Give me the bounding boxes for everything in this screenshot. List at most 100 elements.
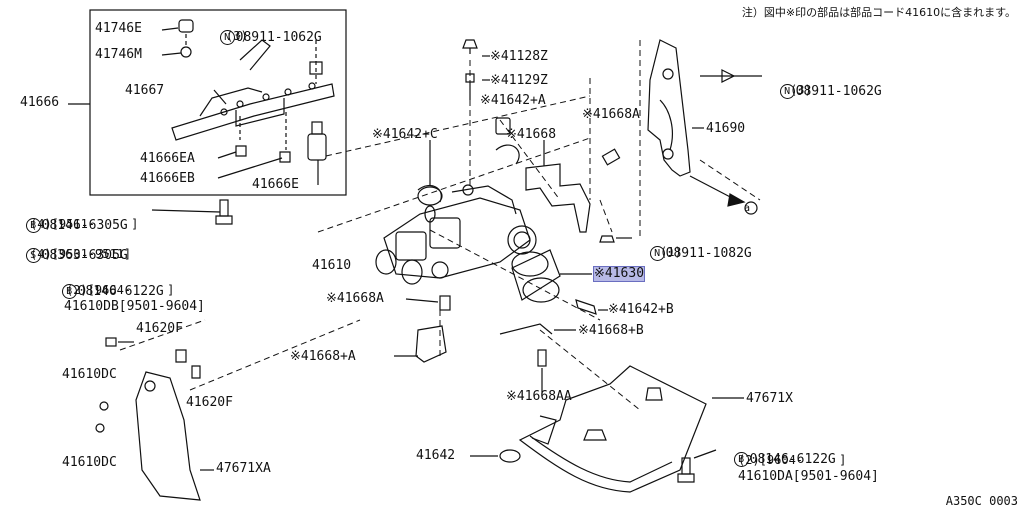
part-number: 41668AA xyxy=(516,389,572,404)
part-number: 41668 xyxy=(516,127,557,142)
qty: (3) xyxy=(790,83,812,97)
label-41666[interactable]: 41666 xyxy=(20,95,60,110)
canister-41630-drawing xyxy=(511,249,561,303)
letter-n-circle: N xyxy=(649,246,665,261)
part-number: 41642+C xyxy=(382,127,438,142)
solenoid-valve-41610-drawing xyxy=(375,184,537,285)
label-41610DC-b[interactable]: 41610DC xyxy=(62,455,117,470)
bracket-41668A-drawing xyxy=(415,325,447,363)
guide-lines xyxy=(119,40,761,411)
label-41610DA[interactable]: 41610DA[9501-9604] xyxy=(738,469,879,484)
ref-a-circle xyxy=(744,201,758,215)
label-47671XA[interactable]: 47671XA xyxy=(216,461,271,476)
label-41666EA[interactable]: 41666EA xyxy=(140,151,195,166)
bracket-41690-drawing xyxy=(647,39,691,177)
qty: (3) xyxy=(226,29,248,43)
marker: ※ xyxy=(608,302,619,317)
label-41668A-low[interactable]: ※41668+A xyxy=(290,350,356,364)
label-41690[interactable]: 41690 xyxy=(706,121,746,136)
part-number: 08146-6305G xyxy=(41,218,128,233)
label-41642A[interactable]: ※41642+A xyxy=(480,94,546,108)
marker: ※ xyxy=(490,73,501,88)
label-41666E[interactable]: 41666E xyxy=(252,177,299,192)
label-41610[interactable]: 41610 xyxy=(312,258,352,273)
part-number: 41668A xyxy=(336,291,384,306)
applicability: (4)[9511- ] xyxy=(30,217,139,231)
label-41129Z[interactable]: ※41129Z xyxy=(490,74,548,88)
marker: ※ xyxy=(290,349,301,364)
marker: ※ xyxy=(578,323,589,338)
label-41666EB[interactable]: 41666EB xyxy=(140,171,195,186)
part-number: 08363-6305G xyxy=(41,248,128,263)
letter-b-circle: B xyxy=(733,452,749,467)
bracket-41667-drawing xyxy=(171,19,335,163)
label-41668[interactable]: ※41668 xyxy=(506,128,556,142)
label-41668AA[interactable]: ※41668AA xyxy=(506,390,572,404)
label-41746M[interactable]: 41746M xyxy=(95,47,142,62)
marker: ※ xyxy=(490,49,501,64)
label-41642C[interactable]: ※41642+C xyxy=(372,128,438,142)
clamp-41642C-drawing xyxy=(495,144,520,165)
qty: (1) xyxy=(660,245,682,259)
clip-41128Z-drawing xyxy=(462,39,478,54)
label-41668B[interactable]: ※41668+B xyxy=(578,324,644,338)
letter-s-circle: S xyxy=(25,248,41,263)
inset-box xyxy=(89,9,347,196)
marker: ※ xyxy=(506,389,517,404)
diagram-code: A350C 0003 xyxy=(945,494,1018,508)
marker: ※ xyxy=(506,127,517,142)
bolt-drawing xyxy=(215,199,233,225)
header-note: 注）図中※印の部品は部品コード41610に含まれます。 xyxy=(741,6,1016,19)
applicability: (2)[9604- ] xyxy=(738,453,847,467)
label-41668A-top[interactable]: ※41668A xyxy=(582,108,640,122)
marker: ※ xyxy=(594,266,605,281)
part-number: 08911-1062G xyxy=(795,84,882,99)
label-41128Z[interactable]: ※41128Z xyxy=(490,50,548,64)
letter-n-circle: N xyxy=(779,84,795,99)
part-number: 08146-6122G xyxy=(77,284,164,299)
label-41620F-b[interactable]: 41620F xyxy=(186,395,233,410)
bolt-41642-drawing xyxy=(499,449,521,463)
bolt-41668A-drawing xyxy=(439,295,451,311)
part-number: 41129Z xyxy=(500,73,548,88)
clip-41642B-drawing xyxy=(575,299,597,315)
label-41668A-mid[interactable]: ※41668A xyxy=(326,292,384,306)
label-41642B[interactable]: ※41642+B xyxy=(608,303,674,317)
part-number: 41668+A xyxy=(300,349,356,364)
bolt-41129Z-drawing xyxy=(465,73,475,100)
part-number: 41630 xyxy=(604,266,645,281)
tray-47671X-drawing xyxy=(518,365,707,493)
bracket-41668-drawing xyxy=(525,163,591,233)
part-number: 41668+B xyxy=(588,323,644,338)
label-41642[interactable]: 41642 xyxy=(416,448,456,463)
letter-b-circle: B xyxy=(25,218,41,233)
marker: ※ xyxy=(372,127,383,142)
bracket-41668B-drawing xyxy=(499,323,553,335)
part-number: 41668A xyxy=(592,107,640,122)
label-41746E[interactable]: 41746E xyxy=(95,21,142,36)
label-41620F-a[interactable]: 41620F xyxy=(136,321,183,336)
bracket-47671XA-drawing xyxy=(95,337,201,501)
ref-a-letter: a xyxy=(744,203,751,214)
label-41610DC-a[interactable]: 41610DC xyxy=(62,367,117,382)
part-number: 41128Z xyxy=(500,49,548,64)
marker: ※ xyxy=(326,291,337,306)
letter-b-circle: B xyxy=(61,284,77,299)
marker: ※ xyxy=(480,93,491,108)
label-41667[interactable]: 41667 xyxy=(125,83,165,98)
label-41610DB[interactable]: 41610DB[9501-9604] xyxy=(64,299,205,314)
label-47671X[interactable]: 47671X xyxy=(746,391,793,406)
applicability: (4)[9501-9511] xyxy=(30,247,132,261)
marker: ※ xyxy=(582,107,593,122)
label-41630-highlighted[interactable]: ※41630 xyxy=(592,266,646,282)
part-number: 08911-1062G xyxy=(235,30,322,45)
